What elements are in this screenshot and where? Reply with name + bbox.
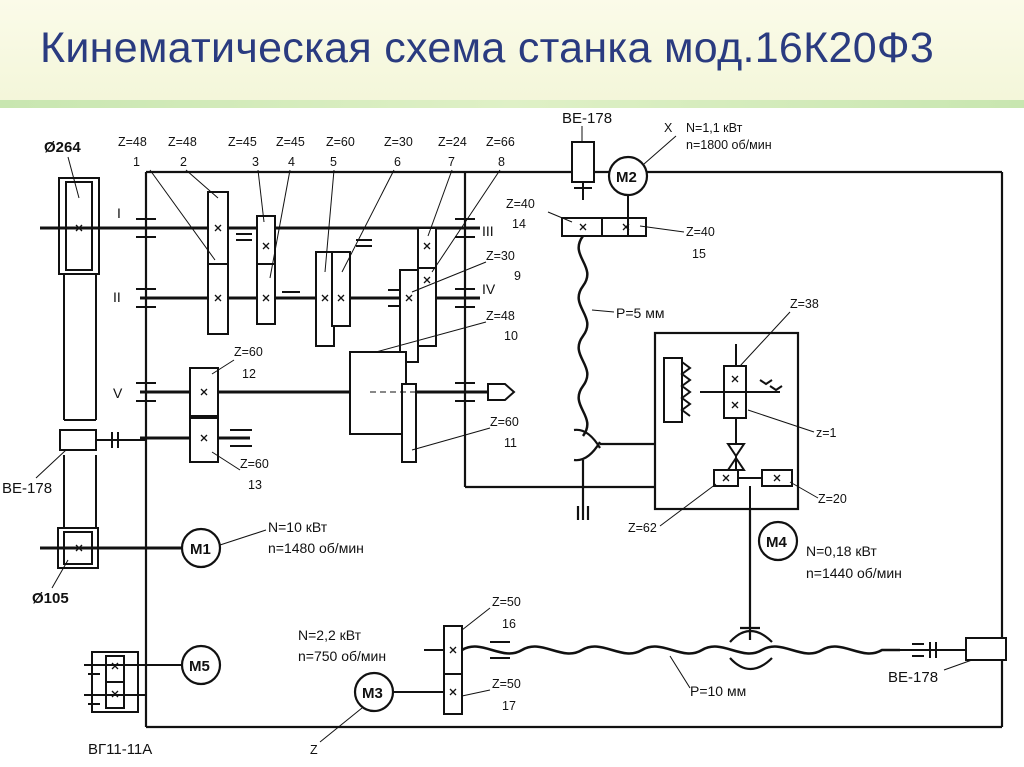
label-g17-z: Z=50 xyxy=(492,677,521,691)
svg-text:Z=48: Z=48 xyxy=(118,135,147,149)
motor-m2: M2 xyxy=(596,155,650,197)
m4-speed: n=1440 об/мин xyxy=(806,565,902,581)
svg-text:M3: M3 xyxy=(362,685,383,702)
svg-text:5: 5 xyxy=(330,155,337,169)
label-g16-z: Z=50 xyxy=(492,595,521,609)
belt-pulley-105 xyxy=(57,455,99,569)
label-pitch-x: P=5 мм xyxy=(616,305,664,321)
motor-m4: M4 xyxy=(757,520,799,562)
svg-text:13: 13 xyxy=(248,478,262,492)
turret-assembly xyxy=(663,344,793,510)
svg-text:Z=60: Z=60 xyxy=(490,415,519,429)
label-be178-left: BE-178 xyxy=(2,480,52,497)
svg-text:Z=60: Z=60 xyxy=(326,135,355,149)
svg-text:Z=30: Z=30 xyxy=(486,249,515,263)
motor-m1: M1 xyxy=(180,527,222,569)
label-be178-top: BE-178 xyxy=(562,110,612,127)
svg-text:6: 6 xyxy=(394,155,401,169)
svg-text:Z=66: Z=66 xyxy=(486,135,515,149)
m2-power: N=1,1 кВт xyxy=(686,121,743,135)
svg-text:2: 2 xyxy=(180,155,187,169)
m1-power: N=10 кВт xyxy=(268,519,328,535)
gearbox-vg11 xyxy=(84,651,182,713)
svg-text:12: 12 xyxy=(242,367,256,381)
label-shaft-IV: IV xyxy=(482,281,496,297)
svg-text:10: 10 xyxy=(504,329,518,343)
label-vg: ВГ11-11А xyxy=(88,741,152,758)
spindle-tip xyxy=(487,383,516,401)
label-shaft-II: II xyxy=(113,289,121,305)
label-g16-n: 16 xyxy=(502,617,516,631)
label-d264: Ø264 xyxy=(44,139,81,156)
svg-text:Z=60: Z=60 xyxy=(240,457,269,471)
svg-text:Z=45: Z=45 xyxy=(228,135,257,149)
svg-text:8: 8 xyxy=(498,155,505,169)
svg-text:Z=45: Z=45 xyxy=(276,135,305,149)
label-z38: Z=38 xyxy=(790,297,819,311)
belt-pulley-264 xyxy=(58,177,100,421)
svg-text:M4: M4 xyxy=(766,534,787,551)
label-g14-z: Z=40 xyxy=(506,197,535,211)
label-g14-n: 14 xyxy=(512,217,526,231)
gear-blocks xyxy=(189,191,437,463)
gear-leaders xyxy=(149,169,501,471)
lead-screw-z xyxy=(461,645,900,655)
shaft-bearings xyxy=(136,218,475,402)
label-z20: Z=20 xyxy=(818,492,847,506)
svg-text:11: 11 xyxy=(504,436,517,450)
label-d105: Ø105 xyxy=(32,590,69,607)
label-be178-right: BE-178 xyxy=(888,669,938,686)
label-g15-n: 15 xyxy=(692,247,706,261)
m1-speed: n=1480 об/мин xyxy=(268,540,364,556)
svg-text:Z=48: Z=48 xyxy=(168,135,197,149)
svg-text:3: 3 xyxy=(252,155,259,169)
label-z1: z=1 xyxy=(816,426,837,440)
svg-text:Z=24: Z=24 xyxy=(438,135,467,149)
be178-right xyxy=(900,637,1007,661)
svg-text:M5: M5 xyxy=(189,658,210,675)
m2-axis: X xyxy=(664,121,673,135)
gear-labels: Z=48 1 Z=48 2 Z=45 3 Z=45 4 Z=60 5 Z=30 … xyxy=(118,135,521,492)
nut-x xyxy=(573,428,655,520)
nut-z xyxy=(729,626,773,671)
title-rule xyxy=(0,100,1024,108)
label-g17-n: 17 xyxy=(502,699,516,713)
label-shaft-V: V xyxy=(113,385,123,401)
slide-title: Кинематическая схема станка мод.16К20Ф3 xyxy=(40,24,935,72)
m2-speed: n=1800 об/мин xyxy=(686,138,772,152)
be178-left-box xyxy=(59,429,97,451)
be178-top-box xyxy=(571,141,595,183)
svg-text:9: 9 xyxy=(514,269,521,283)
m3-speed: n=750 об/мин xyxy=(298,648,386,664)
svg-text:M2: M2 xyxy=(616,169,637,186)
m3-axis: Z xyxy=(310,743,318,757)
label-shaft-I: I xyxy=(117,205,121,221)
label-shaft-III: III xyxy=(482,223,494,239)
svg-text:7: 7 xyxy=(448,155,455,169)
svg-text:M1: M1 xyxy=(190,541,211,558)
label-g15-z: Z=40 xyxy=(686,225,715,239)
gear-pair-16-17 xyxy=(393,625,510,715)
title-band xyxy=(0,0,1024,104)
label-pitch-z: P=10 мм xyxy=(690,683,746,699)
svg-text:Z=60: Z=60 xyxy=(234,345,263,359)
svg-text:4: 4 xyxy=(288,155,295,169)
svg-text:Z=48: Z=48 xyxy=(486,309,515,323)
label-z62: Z=62 xyxy=(628,521,657,535)
motor-m5: M5 xyxy=(180,644,222,686)
m3-power: N=2,2 кВт xyxy=(298,627,362,643)
svg-text:Z=30: Z=30 xyxy=(384,135,413,149)
svg-text:1: 1 xyxy=(133,155,140,169)
lead-screw-x xyxy=(577,235,589,437)
motor-m3: M3 xyxy=(353,671,395,713)
frame-lines xyxy=(144,170,1004,729)
m4-power: N=0,18 кВт xyxy=(806,543,877,559)
